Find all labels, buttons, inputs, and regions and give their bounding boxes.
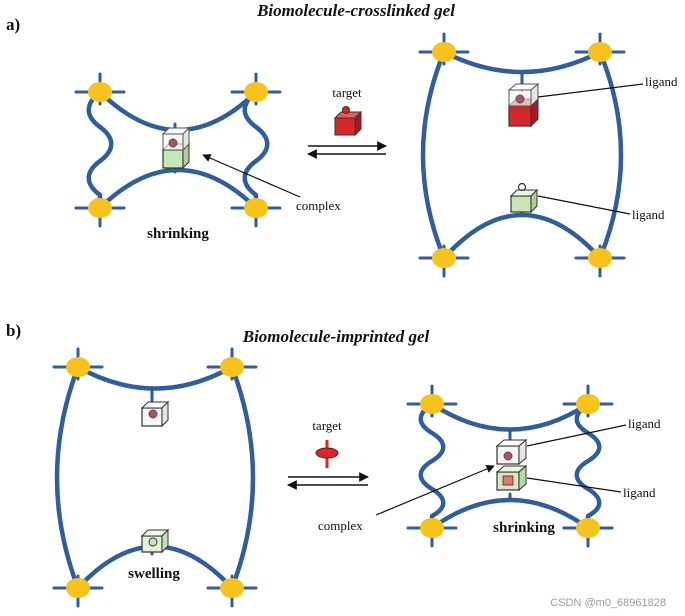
- left-spring: [86, 89, 114, 211]
- top-chain: [429, 401, 591, 432]
- panel-b-complex-arrow: [375, 465, 495, 516]
- panel-a-title: Biomolecule-crosslinked gel: [256, 1, 455, 20]
- panel-b-complex-label: complex: [318, 518, 363, 533]
- panel-a-complex-label: complex: [296, 198, 341, 213]
- right-chain: [597, 49, 624, 261]
- target-molecule-red-cube: [333, 106, 363, 137]
- panel-a: a) Biomolecule-crosslinked gel: [6, 1, 678, 278]
- crosslink-nodes: [74, 72, 282, 228]
- top-chain: [97, 89, 259, 133]
- panel-a-shrunken-gel: shrinking: [74, 72, 282, 242]
- imprinted-ligand-cube: [140, 528, 170, 554]
- panel-b-ligand-top-label: ligand: [628, 416, 661, 431]
- ligand-top-leader: [526, 424, 627, 447]
- right-spring: [242, 89, 270, 211]
- watermark-text: CSDN @m0_68961828: [550, 597, 666, 609]
- left-chain: [420, 49, 447, 261]
- panel-a-target-label: target: [332, 85, 362, 100]
- panel-b-shrinking-label: shrinking: [493, 520, 555, 536]
- ligand-bottom-leader: [526, 477, 622, 493]
- bottom-chain: [97, 167, 259, 211]
- free-ligand-green-cube: [509, 182, 539, 214]
- panel-a-complex-arrow: [202, 154, 301, 198]
- right-spring: [574, 401, 602, 531]
- panel-b-title: Biomolecule-imprinted gel: [242, 327, 430, 346]
- panel-b-target-label: target: [312, 418, 342, 433]
- bound-complex-cubes: [495, 438, 528, 492]
- panel-a-label: a): [6, 15, 20, 34]
- ligand-top-leader: [537, 83, 644, 98]
- panel-a-ligand-bottom-label: ligand: [632, 207, 665, 222]
- panel-b-label: b): [6, 321, 21, 340]
- top-chain: [441, 49, 603, 75]
- target-molecule-red-plug: [315, 440, 339, 468]
- panel-b-shrunken-gel: shrinking ligand ligand: [406, 384, 661, 548]
- panel-b-ligand-bottom-label: ligand: [623, 485, 656, 500]
- imprinted-cavity-cube: [140, 400, 170, 428]
- crosslink-complex-cube: [161, 126, 191, 170]
- panel-b-swollen-gel: swelling: [52, 347, 258, 608]
- panel-b: b) Biomolecule-imprinted gel: [6, 321, 661, 608]
- panel-a-ligand-top-label: ligand: [645, 74, 678, 89]
- panel-b-swelling-label: swelling: [128, 566, 180, 582]
- left-chain: [54, 364, 81, 591]
- ligand-bound-target-cube: [507, 82, 540, 128]
- right-chain: [229, 364, 256, 591]
- panel-a-swollen-gel: ligand ligand: [418, 32, 678, 278]
- crosslink-nodes: [418, 32, 626, 278]
- bottom-chain: [441, 212, 603, 261]
- top-chain: [75, 364, 235, 391]
- crosslink-nodes: [406, 384, 614, 548]
- panel-a-shrinking-label: shrinking: [147, 226, 209, 242]
- crosslink-nodes: [52, 347, 258, 608]
- left-spring: [418, 401, 446, 531]
- ligand-bottom-leader: [537, 195, 631, 215]
